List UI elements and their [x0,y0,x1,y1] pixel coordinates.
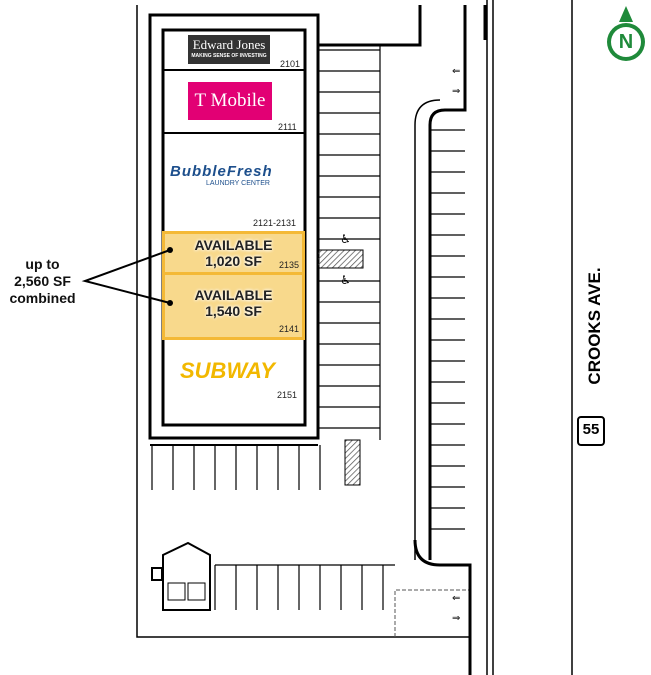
street-label: CROOKS AVE. [585,267,604,385]
tenant-logo-t-mobile: T Mobile [188,82,272,120]
unit-number: 2121-2131 [253,218,297,228]
svg-text:♿: ♿ [340,232,351,246]
tenant-logo-subway: SUBWAY [180,358,275,383]
unit-number: 2101 [280,59,301,69]
svg-text:⇒: ⇒ [452,613,460,624]
property-line [136,5,470,638]
building-outline [148,13,320,440]
tenant-logo-edward-jones: Edward Jones MAKING SENSE OF INVESTING [188,35,270,64]
available-unit-2135[interactable]: AVAILABLE 1,020 SF 2135 [162,231,305,275]
north-compass-icon [607,6,645,61]
dumpster-enclosure [162,541,211,611]
tenant-logo-bubblefresh: BubbleFresh LAUNDRY CENTER [170,163,273,187]
unit-number: 2111 [278,122,297,132]
svg-text:⇒: ⇒ [452,86,460,97]
svg-text:⇐: ⇐ [452,66,460,77]
north-label: N [618,31,634,53]
route-shield-icon [577,416,605,446]
available-unit-2141[interactable]: AVAILABLE 1,540 SF 2141 [162,272,305,340]
unit-number: 2151 [277,390,298,400]
traffic-arrows: ⇐ ⇒ ⇐ ⇒ [452,66,460,624]
svg-text:♿: ♿ [340,273,351,287]
route-number: 55 [582,421,600,438]
svg-text:⇐: ⇐ [452,593,460,604]
